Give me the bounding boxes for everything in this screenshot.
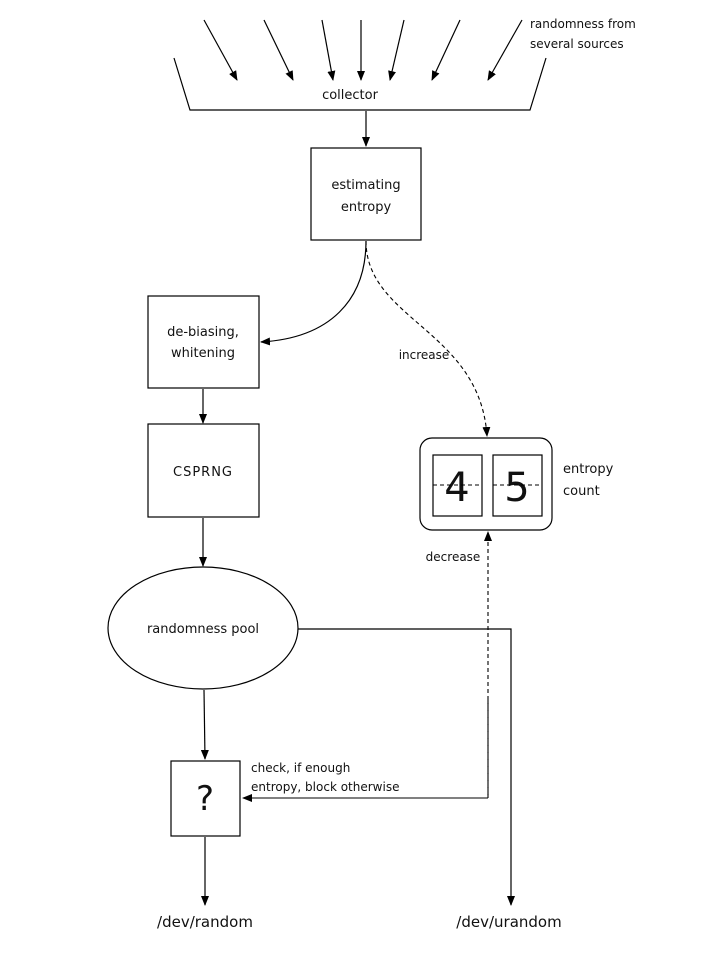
collector-funnel [173, 57, 547, 111]
increase-label: increase [399, 348, 450, 362]
check-label-line2: entropy, block otherwise [251, 780, 399, 794]
entropy-digit-2: 5 [504, 465, 529, 511]
arrow-estimating-to-debias [260, 240, 367, 346]
source-arrows [203, 19, 523, 81]
arrow-decrease-left [242, 700, 489, 802]
source-arrow [431, 19, 461, 81]
arrow-increase [365, 240, 491, 437]
csprng-label: CSPRNG [173, 465, 233, 480]
entropy-digit-1: 4 [444, 465, 469, 511]
randomness-pool-ellipse [107, 566, 299, 690]
collector-label: collector [322, 88, 379, 103]
decrease-label: decrease [426, 550, 481, 564]
dev-random-label: /dev/random [157, 913, 253, 931]
source-arrow [487, 19, 523, 81]
estimating-entropy-box [310, 147, 422, 241]
entropy-count-label-line2: count [563, 484, 600, 499]
arrow-pool-to-urandom [298, 628, 515, 906]
source-arrow [263, 19, 294, 81]
source-arrow [388, 19, 405, 81]
check-label-line1: check, if enough [251, 761, 350, 775]
arrow-decrease-up [243, 531, 492, 799]
arrow-pool-to-check [200, 689, 209, 760]
entropy-check-box [170, 760, 241, 837]
source-arrow [321, 19, 336, 81]
pool-label: randomness pool [147, 622, 259, 637]
dev-urandom-label: /dev/urandom [456, 913, 561, 931]
debias-label-line2: whitening [171, 346, 235, 361]
debias-label-line1: de-biasing, [167, 325, 239, 340]
question-mark: ? [196, 779, 214, 819]
debias-whitening-box [147, 295, 260, 389]
sources-label-line1: randomness from [530, 17, 636, 31]
estimating-label-line1: estimating [331, 178, 400, 193]
sources-label-line2: several sources [530, 37, 624, 51]
source-arrow [203, 19, 238, 81]
entropy-count-label-line1: entropy [563, 462, 614, 477]
estimating-label-line2: entropy [341, 200, 392, 215]
csprng-box [147, 423, 260, 518]
